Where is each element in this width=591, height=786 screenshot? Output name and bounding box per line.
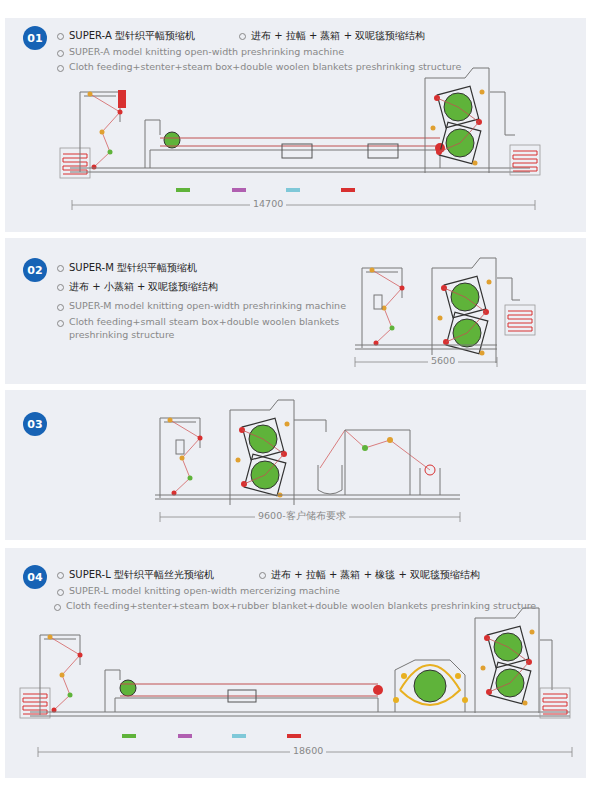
dimension-label: 14700 [250, 198, 286, 211]
dimension-label: 18600 [290, 745, 326, 758]
english-caption: SUPER-M model knitting open-width preshr… [56, 300, 369, 313]
panel-number: 04 [23, 565, 47, 589]
panel-number: 03 [23, 412, 47, 436]
panel-number: 01 [23, 26, 47, 50]
english-caption: SUPER-A model knitting open-width preshr… [56, 46, 469, 59]
number-text: 03 [27, 418, 42, 431]
english-caption: Cloth feeding+stenter+steam box+rubber b… [53, 600, 586, 613]
model-title: SUPER-A 型针织平幅预缩机 [56, 29, 259, 43]
english-caption: Cloth feeding+stenter+steam box+double w… [56, 61, 569, 74]
model-title: 进布 + 小蒸箱 + 双呢毯预缩结构 [56, 280, 349, 294]
number-text: 01 [27, 32, 42, 45]
english-caption: SUPER-L model knitting open-width mercer… [56, 585, 469, 598]
model-title: 进布 + 拉幅 + 蒸箱 + 橡毯 + 双呢毯预缩结构 [258, 568, 571, 582]
panel-number: 02 [23, 258, 47, 282]
number-text: 04 [27, 571, 42, 584]
model-title: 进布 + 拉幅 + 蒸箱 + 双呢毯预缩结构 [238, 29, 491, 43]
dimension-label: 9600-客户储布要求 [255, 510, 349, 523]
model-title: SUPER-L 型针织平幅丝光预缩机 [56, 568, 269, 582]
model-title: SUPER-M 型针织平幅预缩机 [56, 261, 309, 275]
dimension-label: 5600 [428, 355, 458, 368]
number-text: 02 [27, 264, 42, 277]
english-caption: Cloth feeding+small steam box+double woo… [56, 316, 359, 342]
